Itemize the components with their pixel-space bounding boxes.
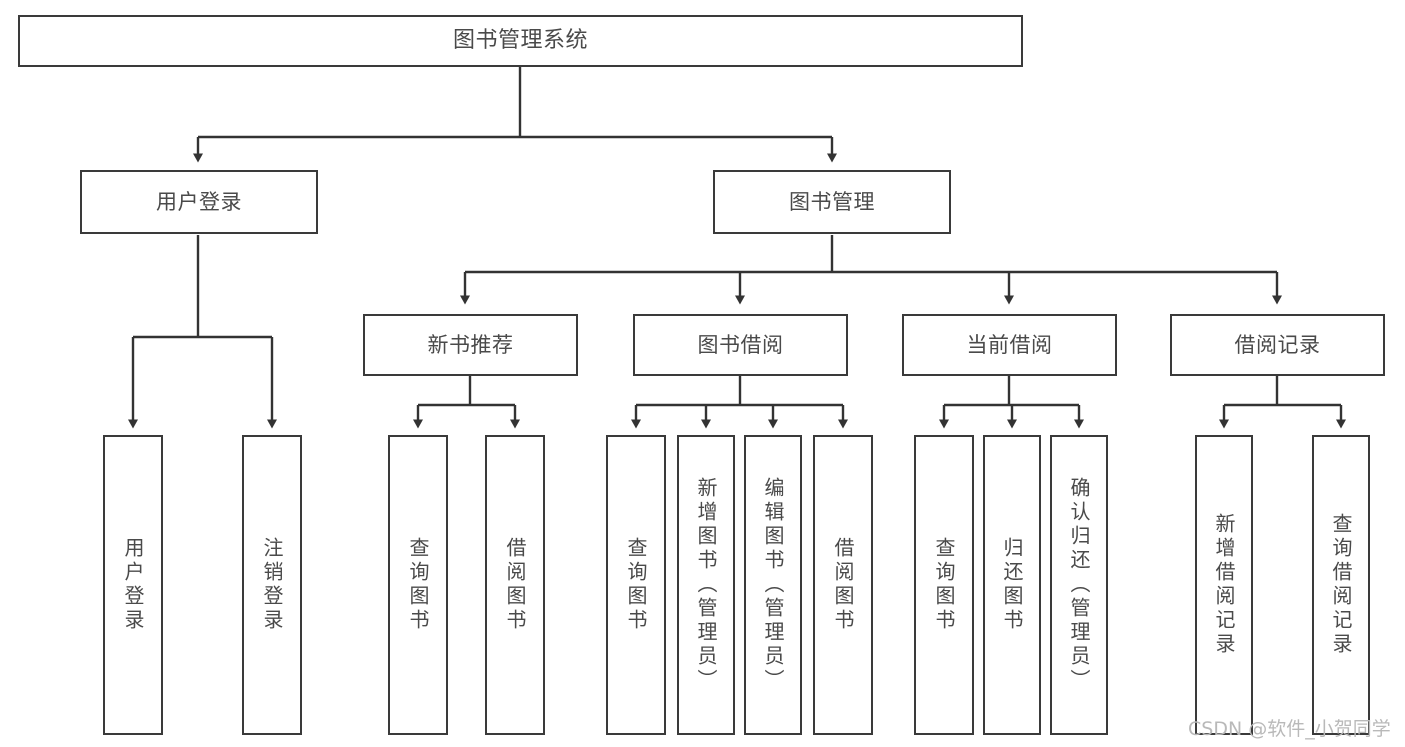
node-user-login-label: 用户登录	[156, 189, 242, 214]
node-current-borrow[interactable]: 当前借阅	[902, 314, 1117, 376]
leaf-current-query-book[interactable]: 查询图书	[914, 435, 974, 735]
node-new-book-recommend-label: 新书推荐	[427, 332, 514, 357]
node-new-book-recommend[interactable]: 新书推荐	[363, 314, 578, 376]
node-root-system-label: 图书管理系统	[452, 28, 588, 54]
leaf-logout[interactable]: 注销登录	[242, 435, 302, 735]
csdn-watermark: CSDN @软件_小贺同学	[1188, 718, 1391, 740]
leaf-user-login-label: 用户登录	[121, 537, 145, 633]
leaf-current-confirm-return[interactable]: 确认归还（管理员）	[1050, 435, 1108, 735]
node-user-login[interactable]: 用户登录	[80, 170, 318, 234]
node-book-borrow-label: 图书借阅	[697, 332, 784, 357]
node-borrow-record-label: 借阅记录	[1234, 332, 1321, 357]
leaf-record-add-record-label: 新增借阅记录	[1212, 513, 1236, 657]
leaf-newbook-borrow-book-label: 借阅图书	[503, 537, 527, 633]
node-book-borrow[interactable]: 图书借阅	[633, 314, 848, 376]
leaf-borrow-borrow-book-label: 借阅图书	[831, 537, 855, 633]
node-root-system[interactable]: 图书管理系统	[18, 15, 1023, 67]
leaf-newbook-query-book-label: 查询图书	[406, 537, 430, 633]
node-borrow-record[interactable]: 借阅记录	[1170, 314, 1385, 376]
leaf-borrow-edit-book[interactable]: 编辑图书（管理员）	[744, 435, 802, 735]
leaf-record-query-record-label: 查询借阅记录	[1329, 513, 1353, 657]
leaf-borrow-query-book[interactable]: 查询图书	[606, 435, 666, 735]
leaf-borrow-add-book-label: 新增图书（管理员）	[694, 477, 718, 693]
leaf-borrow-edit-book-label: 编辑图书（管理员）	[761, 477, 785, 693]
leaf-borrow-add-book[interactable]: 新增图书（管理员）	[677, 435, 735, 735]
leaf-current-confirm-return-label: 确认归还（管理员）	[1067, 477, 1091, 693]
leaf-newbook-borrow-book[interactable]: 借阅图书	[485, 435, 545, 735]
node-book-management-label: 图书管理	[789, 189, 875, 214]
leaf-user-login[interactable]: 用户登录	[103, 435, 163, 735]
leaf-current-return-book[interactable]: 归还图书	[983, 435, 1041, 735]
leaf-record-query-record[interactable]: 查询借阅记录	[1312, 435, 1370, 735]
leaf-record-add-record[interactable]: 新增借阅记录	[1195, 435, 1253, 735]
leaf-borrow-query-book-label: 查询图书	[624, 537, 648, 633]
node-current-borrow-label: 当前借阅	[966, 332, 1053, 357]
leaf-current-return-book-label: 归还图书	[1000, 537, 1024, 633]
leaf-logout-label: 注销登录	[260, 537, 284, 633]
leaf-current-query-book-label: 查询图书	[932, 537, 956, 633]
node-book-management[interactable]: 图书管理	[713, 170, 951, 234]
leaf-borrow-borrow-book[interactable]: 借阅图书	[813, 435, 873, 735]
leaf-newbook-query-book[interactable]: 查询图书	[388, 435, 448, 735]
